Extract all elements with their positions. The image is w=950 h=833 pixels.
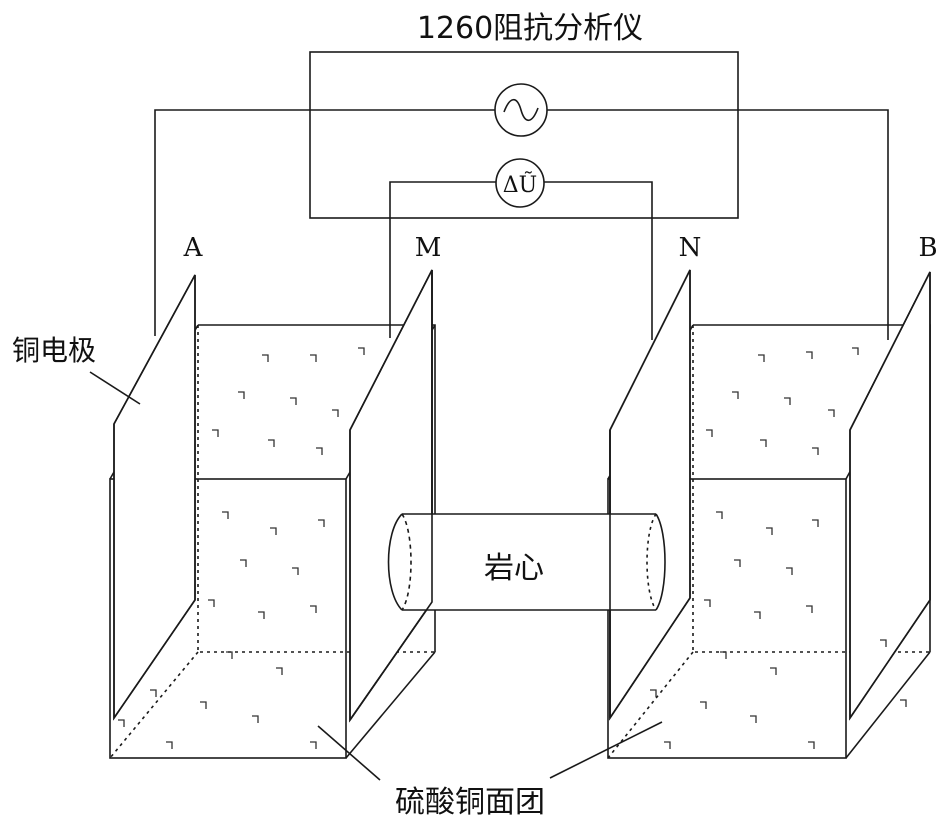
electrode-label-b: B: [918, 233, 937, 263]
voltage-symbol: ΔŨ: [503, 170, 537, 198]
electrode-b: [849, 271, 931, 721]
paste-speckle: [754, 611, 761, 619]
paste-speckle: [750, 715, 757, 723]
instrument-label: 1260阻抗分析仪: [417, 11, 643, 46]
electrode-n: [609, 269, 691, 721]
paste-speckle: [358, 347, 365, 355]
paste-leader-right: [549, 721, 663, 779]
analyzer-box: [309, 51, 739, 219]
copper-electrode-leader: [89, 371, 141, 405]
paste-speckle: [166, 741, 173, 749]
paste-speckle: [650, 689, 657, 697]
paste-speckle: [808, 741, 815, 749]
paste-speckle: [760, 439, 767, 447]
wire-m-to-voltmeter: [389, 181, 496, 338]
paste-speckle: [150, 689, 157, 697]
wire-a-to-source: [154, 109, 495, 336]
paste-speckle: [222, 511, 229, 519]
paste-speckle: [828, 409, 835, 417]
paste-speckle: [784, 397, 791, 405]
paste-speckle: [252, 715, 259, 723]
paste-speckle: [226, 651, 233, 659]
paste-speckle: [118, 719, 125, 727]
wire-voltmeter-to-n: [544, 181, 653, 340]
paste-speckle: [310, 741, 317, 749]
paste-speckle: [812, 519, 819, 527]
paste-speckle: [316, 447, 323, 455]
paste-speckle: [806, 605, 813, 613]
paste-speckle: [766, 527, 773, 535]
paste-speckle: [664, 741, 671, 749]
paste-speckle: [700, 701, 707, 709]
paste-speckle: [900, 699, 907, 707]
paste-speckle: [258, 611, 265, 619]
impedance-analyzer: 1260阻抗分析仪: [309, 11, 739, 219]
paste-speckle: [292, 567, 299, 575]
core-label: 岩心: [484, 551, 544, 586]
paste-speckle: [212, 429, 219, 437]
rock-core: 岩心: [387, 513, 666, 611]
paste-speckle: [758, 354, 765, 362]
paste-speckle: [310, 605, 317, 613]
paste-speckle: [310, 354, 317, 362]
electrode-a: [113, 274, 196, 721]
ac-source-icon: [494, 83, 548, 137]
wire-source-to-b: [547, 109, 889, 340]
paste-speckle: [318, 519, 325, 527]
paste-speckle: [208, 599, 215, 607]
copper-sulfate-paste-texture: [118, 347, 907, 749]
paste-speckle: [200, 701, 207, 709]
paste-speckle: [716, 511, 723, 519]
voltmeter-icon: ΔŨ: [495, 158, 545, 208]
paste-speckle: [270, 527, 277, 535]
paste-speckle: [332, 409, 339, 417]
paste-speckle: [240, 559, 247, 567]
paste-leader-left: [317, 725, 381, 781]
paste-speckle: [806, 351, 813, 359]
paste-speckle: [812, 447, 819, 455]
paste-speckle: [852, 347, 859, 355]
paste-speckle: [290, 397, 297, 405]
electrode-label-a: A: [183, 233, 204, 263]
paste-speckle: [238, 391, 245, 399]
paste-speckle: [720, 651, 727, 659]
electrode-label-m: M: [415, 233, 442, 263]
paste-speckle: [276, 667, 283, 675]
paste-speckle: [262, 354, 269, 362]
paste-speckle: [706, 429, 713, 437]
electrode-label-n: N: [679, 233, 702, 263]
paste-speckle: [732, 391, 739, 399]
copper-electrode-label: 铜电极: [12, 334, 96, 367]
paste-label: 硫酸铜面团: [395, 785, 545, 820]
paste-speckle: [880, 639, 887, 647]
paste-speckle: [268, 439, 275, 447]
paste-speckle: [770, 667, 777, 675]
paste-speckle: [704, 599, 711, 607]
paste-speckle: [786, 567, 793, 575]
paste-speckle: [734, 559, 741, 567]
